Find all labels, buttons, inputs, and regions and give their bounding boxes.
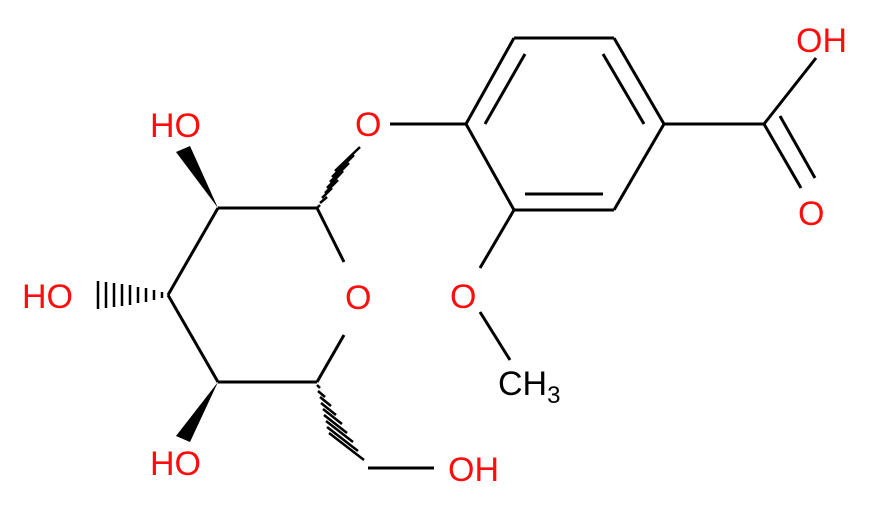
acid-o-label: O [798,195,824,233]
oh-c2-text: HO [150,107,201,145]
bond-c-o-double-b [778,115,817,179]
bond-c2-c3 [166,207,220,296]
bond-c-o-double-a [762,123,803,189]
oh-c3-text: HO [22,278,73,316]
bond-ar-1 [464,37,516,125]
bond-ar-4 [612,123,666,211]
bond-ar-6 [464,123,516,211]
ring-o-label: O [345,279,371,317]
bond-ar-inner-1 [483,53,527,125]
bond-c-oh [762,57,818,125]
oh-c2-label: HO [150,107,201,145]
methyl-c-text: CH [498,365,547,403]
methoxy-o-label: O [450,278,476,316]
bond-ring-methoxy-o [478,209,516,269]
bond-c3-oh-hashed [96,281,164,309]
carboxyl-group: OH O [664,22,847,233]
pyranose-ring: O [166,206,371,384]
methoxy-group: O CH3 [450,209,560,409]
bond-c5-c6-hashed [316,384,365,461]
c4-hydroxyl: HO [150,382,218,483]
bond-c3-c4 [166,294,220,383]
oh-c4-label: HO [150,445,201,483]
bond-ar-inner-2 [601,53,646,125]
bond-methoxy-o-c [478,311,512,361]
bond-c5-o [315,334,346,383]
oh-c6-label: OH [448,451,499,489]
ether-o-label: O [355,106,381,144]
ether-linkage: O [316,106,466,209]
acid-oh-label: OH [796,22,847,60]
bond-c4-oh-wedge [176,382,218,442]
c3-hydroxyl: HO [22,278,164,316]
oh-c3-label: HO [22,278,73,316]
bond-c1-ether-hashed [316,146,361,209]
oh-c6-text: OH [448,451,499,489]
oh-c4-text: HO [150,445,201,483]
methyl-label: CH3 [498,365,560,409]
benzene-ring [464,36,666,212]
c6-hydroxymethyl: OH [316,384,499,489]
bond-o-c1 [315,207,346,263]
c2-hydroxyl: HO [150,107,218,208]
bond-ar-3 [612,37,666,125]
bond-c2-oh-wedge [176,146,218,208]
methyl-subscript: 3 [547,382,560,409]
